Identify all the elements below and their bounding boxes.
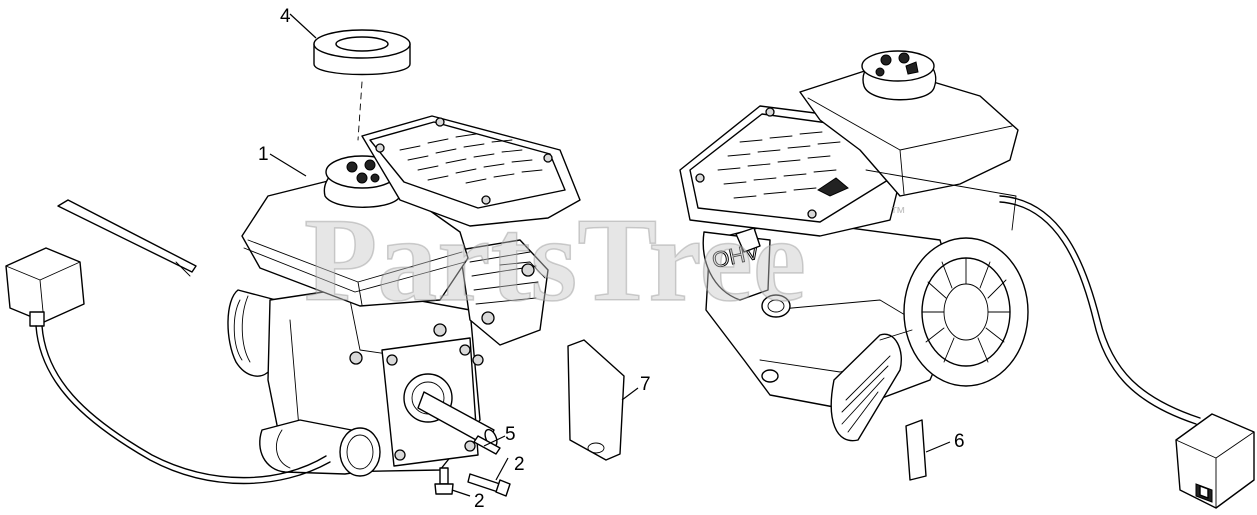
engine-left bbox=[227, 115, 581, 477]
callout-2a: 2 bbox=[514, 454, 525, 475]
leader-lines bbox=[269, 13, 951, 497]
part-7-decal bbox=[567, 339, 625, 461]
part-6-label bbox=[905, 419, 927, 481]
callout-1: 1 bbox=[258, 144, 269, 165]
callout-2b: 2 bbox=[474, 491, 485, 512]
callout-5: 5 bbox=[505, 424, 516, 445]
engine-right: OHV bbox=[679, 50, 1201, 442]
watermark-partstree: PartsTree bbox=[304, 193, 806, 326]
watermark-trademark: ™ bbox=[890, 205, 906, 222]
part-4-gasket bbox=[313, 29, 411, 141]
part-2-bolts bbox=[434, 467, 511, 497]
callout-7: 7 bbox=[640, 374, 651, 395]
callout-6: 6 bbox=[954, 431, 965, 452]
switch-box-right bbox=[1175, 413, 1255, 509]
wire-tie bbox=[57, 199, 197, 277]
switch-box-left bbox=[5, 247, 331, 485]
callout-4: 4 bbox=[280, 6, 291, 27]
